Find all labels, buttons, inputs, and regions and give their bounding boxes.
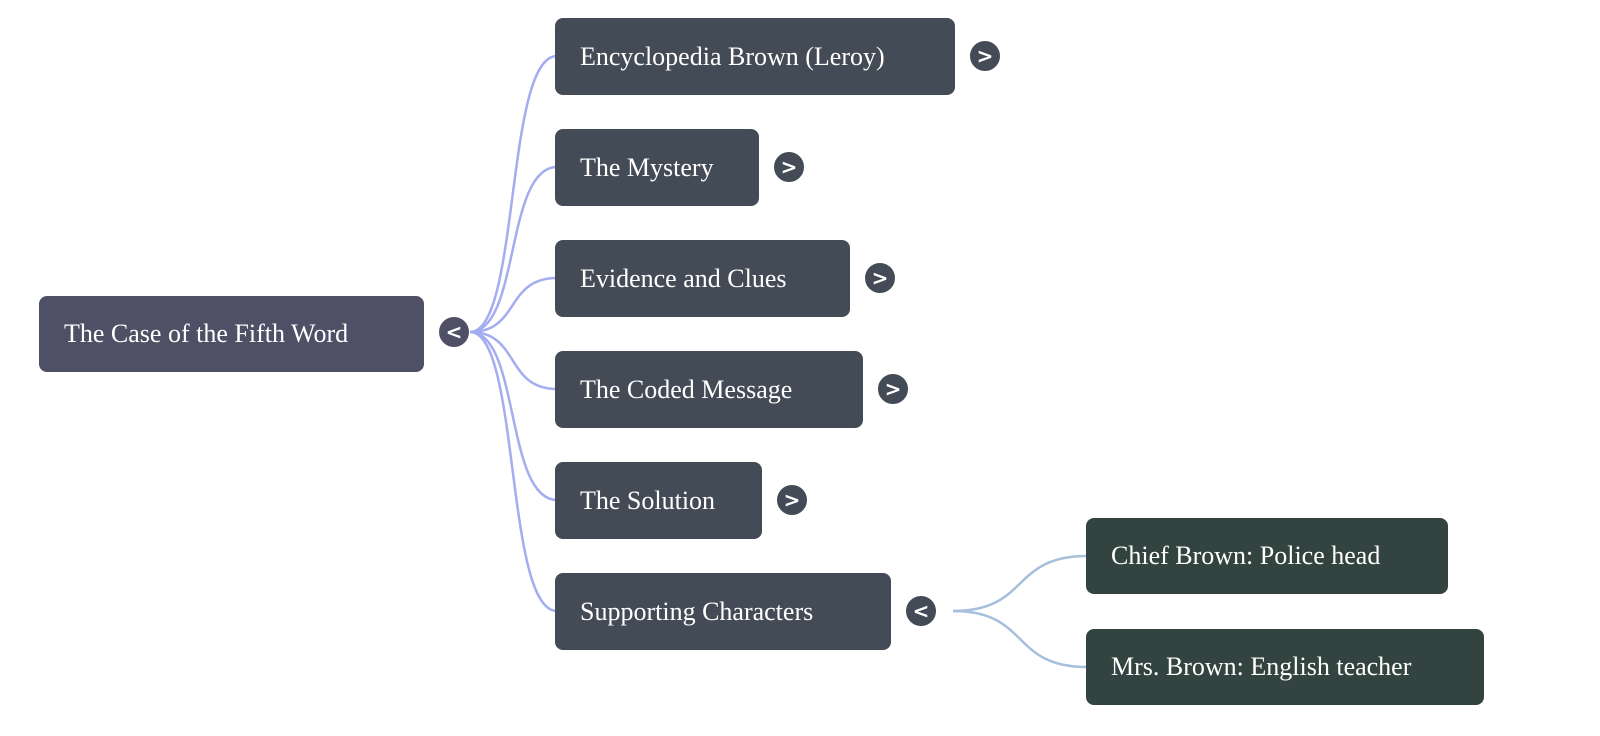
branch-node-supporting-characters[interactable]: Supporting Characters (555, 573, 891, 650)
root-node[interactable]: The Case of the Fifth Word (39, 296, 424, 372)
expand-the-coded-message-button[interactable]: > (877, 373, 909, 405)
branch-node-evidence-and-clues[interactable]: Evidence and Clues (555, 240, 850, 317)
root-node-label: The Case of the Fifth Word (64, 319, 349, 348)
expand-evidence-and-clues-button[interactable]: > (864, 262, 896, 294)
branch-node-encyclopedia-brown[interactable]: Encyclopedia Brown (Leroy) (555, 18, 955, 95)
chevron-left-icon: < (445, 320, 463, 344)
leaf-node-chief-brown[interactable]: Chief Brown: Police head (1086, 518, 1448, 594)
chevron-right-icon: > (976, 44, 994, 68)
expand-encyclopedia-brown-button[interactable]: > (969, 40, 1001, 72)
branch-node-label: Evidence and Clues (580, 263, 787, 293)
edge-supporting-to-chief-brown (952, 554, 1088, 613)
chevron-right-icon: > (871, 266, 889, 290)
expand-the-solution-button[interactable]: > (776, 484, 808, 516)
branch-node-label: The Mystery (580, 152, 714, 182)
edge-supporting-to-mrs-brown (952, 609, 1088, 669)
chevron-right-icon: > (783, 488, 801, 512)
edge-root-to-the-mystery (469, 165, 558, 334)
branch-node-the-coded-message[interactable]: The Coded Message (555, 351, 863, 428)
collapse-supporting-characters-button[interactable]: < (905, 595, 937, 627)
edge-root-to-solution (469, 330, 558, 502)
chevron-right-icon: > (884, 377, 902, 401)
branch-node-the-mystery[interactable]: The Mystery (555, 129, 759, 206)
branch-node-the-solution[interactable]: The Solution (555, 462, 762, 539)
branch-node-label: The Coded Message (580, 374, 793, 404)
chevron-left-icon: < (912, 599, 930, 623)
leaf-node-label: Mrs. Brown: English teacher (1111, 652, 1412, 681)
expand-the-mystery-button[interactable]: > (773, 151, 805, 183)
edge-root-to-evidence (469, 276, 558, 334)
branch-node-label: Encyclopedia Brown (Leroy) (580, 41, 885, 71)
branch-node-label: The Solution (580, 485, 716, 515)
branch-node-label: Supporting Characters (580, 596, 814, 626)
edge-root-to-encyclopedia-brown (469, 54, 558, 334)
chevron-right-icon: > (780, 155, 798, 179)
collapse-root-button[interactable]: < (438, 316, 470, 348)
leaf-node-mrs-brown[interactable]: Mrs. Brown: English teacher (1086, 629, 1484, 705)
leaf-node-label: Chief Brown: Police head (1111, 541, 1381, 570)
edge-root-to-supporting-characters (469, 330, 558, 613)
edge-root-to-coded-message (469, 330, 558, 391)
